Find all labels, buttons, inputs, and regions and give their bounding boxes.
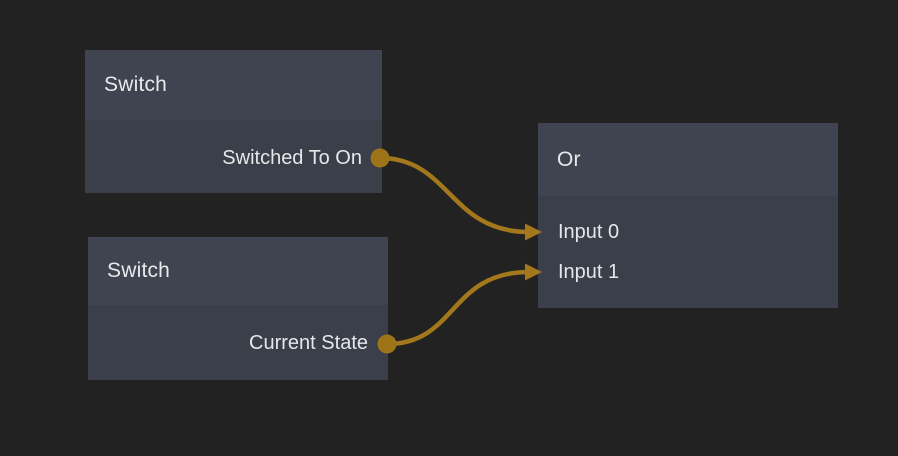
node-header: Switch <box>88 237 388 305</box>
input-port-input-0[interactable]: Input 0 <box>538 212 838 252</box>
connection-wire[interactable] <box>386 269 530 347</box>
output-port-switched-to-on[interactable]: Switched To On <box>85 138 382 178</box>
node-title: Switch <box>104 73 168 96</box>
input-port-input-1[interactable]: Input 1 <box>538 252 838 292</box>
node-title: Switch <box>107 259 171 282</box>
port-label: Input 1 <box>558 260 620 283</box>
port-label: Current State <box>249 331 368 354</box>
output-port-current-state[interactable]: Current State <box>88 323 388 363</box>
node-body: Switched To On <box>85 120 382 193</box>
port-label: Switched To On <box>222 146 362 169</box>
port-label: Input 0 <box>558 220 620 243</box>
node-switch-1[interactable]: Switch Switched To On <box>85 50 382 193</box>
node-header: Or <box>538 123 838 196</box>
node-body: Current State <box>88 305 388 380</box>
connection-wire[interactable] <box>379 155 530 235</box>
node-header: Switch <box>85 50 382 120</box>
node-title: Or <box>557 147 581 171</box>
node-body: Input 0 Input 1 <box>538 196 838 308</box>
node-switch-2[interactable]: Switch Current State <box>88 237 388 380</box>
node-or[interactable]: Or Input 0 Input 1 <box>538 123 838 308</box>
